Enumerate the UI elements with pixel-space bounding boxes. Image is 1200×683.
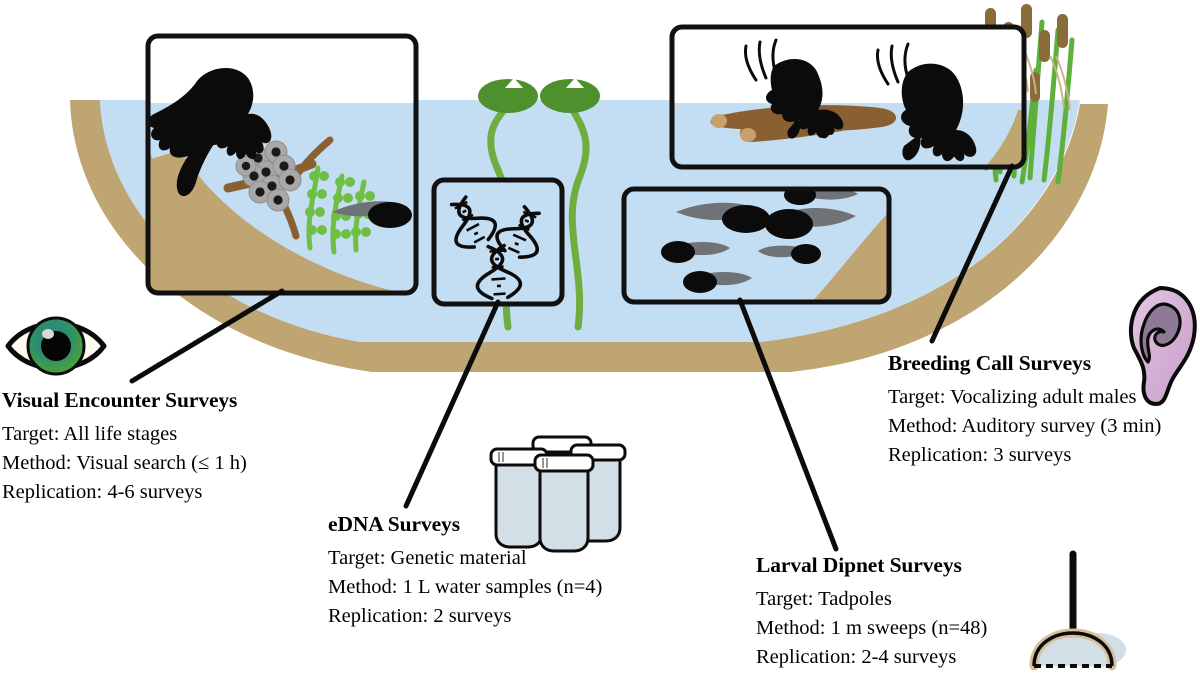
larval-dipnet-method: Method: 1 m sweeps (n=48): [756, 617, 988, 640]
breeding-call-panel: [669, 24, 1027, 170]
dipnet-icon: [1029, 550, 1126, 671]
tadpole: [676, 202, 770, 233]
eye-icon: [5, 316, 107, 376]
leader-line-larval: [737, 297, 839, 552]
leader-lines: [129, 163, 1015, 552]
leader-line-edna: [403, 299, 501, 509]
edna-target: Target: Genetic material: [328, 547, 527, 569]
larval-dipnet-replication: Replication: 2-4 surveys: [756, 646, 957, 669]
leader-line-visual: [129, 288, 285, 384]
sample-bottles-icon: [489, 435, 627, 553]
larval-dipnet-label-block: Larval Dipnet Surveys Target: Tadpoles M…: [756, 553, 987, 672]
tadpole: [683, 271, 752, 293]
breeding-call-title: Breeding Call Surveys: [888, 351, 1091, 375]
dna-helix-1: [449, 195, 498, 249]
calling-frog: [766, 59, 844, 139]
tadpole: [758, 244, 821, 264]
ear-icon: [1128, 286, 1197, 406]
calling-frog: [901, 63, 977, 162]
visual-encounter-title: Visual Encounter Surveys: [2, 388, 238, 412]
tadpole: [332, 201, 412, 228]
tadpole: [765, 207, 856, 239]
tadpole: [661, 241, 730, 263]
sound-waves: [876, 42, 910, 86]
larval-dipnet-title: Larval Dipnet Surveys: [756, 553, 962, 577]
edna-panel: [431, 177, 565, 307]
leader-line-call: [929, 163, 1015, 344]
edna-label-block: eDNA Surveys Target: Genetic material Me…: [328, 512, 602, 631]
edna-replication: Replication: 2 surveys: [328, 605, 512, 628]
visual-encounter-method: Method: Visual search (≤ 1 h): [2, 452, 247, 475]
dna-helix-2: [495, 205, 541, 259]
breeding-call-method: Method: Auditory survey (3 min): [888, 415, 1162, 438]
sound-waves: [744, 38, 778, 82]
dna-helix-3: [475, 243, 523, 301]
frog-silhouette: [148, 67, 272, 197]
edna-title: eDNA Surveys: [328, 512, 460, 536]
visual-encounter-label-block: Visual Encounter Surveys Target: All lif…: [2, 388, 247, 507]
larval-dipnet-panel: [621, 186, 892, 305]
edna-method: Method: 1 L water samples (n=4): [328, 576, 603, 599]
visual-encounter-panel: [145, 33, 419, 296]
breeding-call-target: Target: Vocalizing adult males: [888, 386, 1137, 408]
larval-dipnet-target: Target: Tadpoles: [756, 588, 892, 610]
breeding-call-label-block: Breeding Call Surveys Target: Vocalizing…: [888, 351, 1161, 470]
visual-encounter-replication: Replication: 4-6 surveys: [2, 481, 203, 504]
visual-encounter-target: Target: All life stages: [2, 423, 178, 445]
breeding-call-replication: Replication: 3 surveys: [888, 444, 1072, 467]
